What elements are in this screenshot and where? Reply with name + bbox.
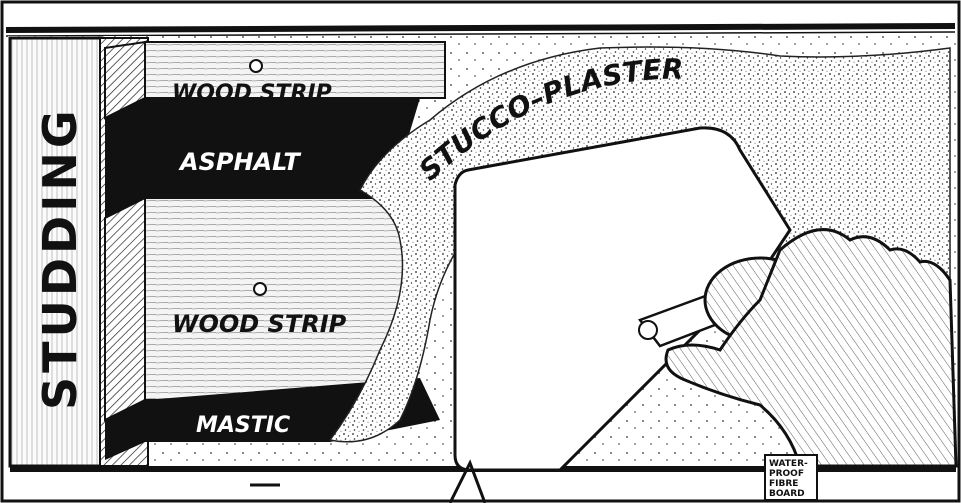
- asphalt-label: ASPHALT: [178, 148, 301, 176]
- fibre-board-label-4: BOARD: [769, 489, 805, 499]
- wood-strip-bottom-label: WOOD STRIP: [172, 310, 347, 338]
- fibre-board-label-3: FIBRE: [769, 479, 798, 489]
- nail-icon: [250, 60, 262, 72]
- fibre-board-label-2: PROOF: [769, 469, 804, 479]
- wood-strip-top-label: WOOD STRIP: [172, 81, 332, 106]
- mastic-label: MASTIC: [196, 413, 290, 438]
- fibre-board-card: WATER- PROOF FIBRE BOARD: [765, 455, 817, 500]
- fibre-board-label-1: WATER-: [769, 459, 808, 469]
- studding-label: STUDDING: [33, 106, 87, 410]
- nail-icon: [254, 283, 266, 295]
